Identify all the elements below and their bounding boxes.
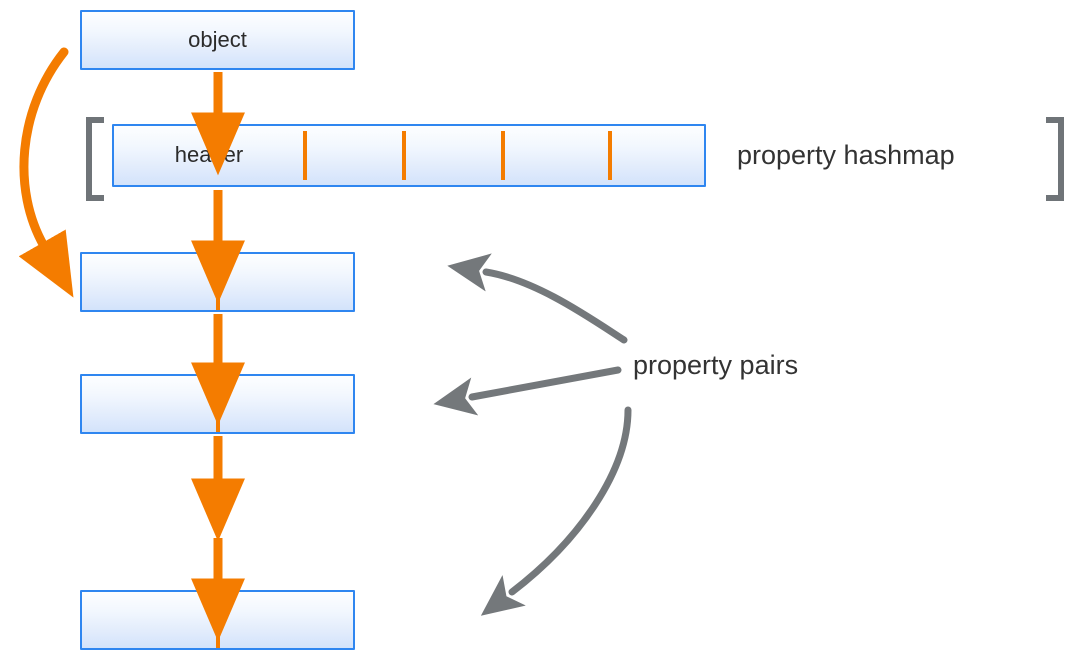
header-tick-3: [501, 131, 505, 180]
header-box-label: header: [174, 142, 244, 167]
hashmap-bracket-right: [1046, 117, 1064, 201]
property-pairs-arrow-upper: [447, 253, 628, 344]
property-pairs-arrow-lower: [480, 406, 632, 616]
hashmap-bracket-left: [86, 117, 104, 201]
object-to-pairs-curved-arrow: [18, 47, 74, 298]
property-pairs-label: property pairs: [633, 350, 799, 380]
box1-inner-line: [216, 254, 220, 310]
box2-inner-line: [216, 376, 220, 432]
property-pairs-arrow-middle: [433, 366, 622, 416]
object-box-label: object: [188, 27, 247, 52]
property-hashmap-label: property hashmap: [737, 140, 955, 170]
header-tick-2: [402, 131, 406, 180]
header-tick-4: [608, 131, 612, 180]
header-tick-1: [303, 131, 307, 180]
last-box-inner-line: [216, 592, 220, 648]
object-box: [80, 10, 355, 70]
ellipsis-dot-2: [216, 510, 221, 515]
ellipsis-dot-1: [216, 494, 221, 499]
ellipsis-dot-3: [216, 526, 221, 531]
